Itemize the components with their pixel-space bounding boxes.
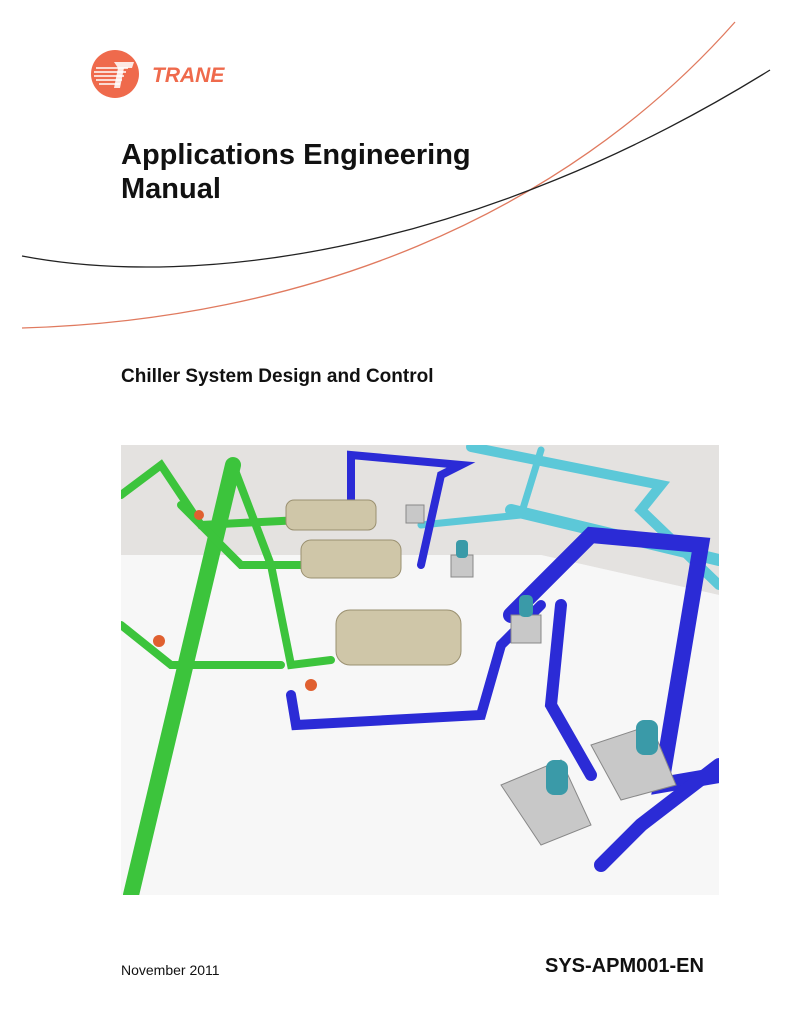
chiller-plant-illustration xyxy=(117,442,727,903)
black-curve xyxy=(21,69,771,268)
publication-date: November 2011 xyxy=(121,962,220,978)
trane-logo: TRANE xyxy=(90,48,250,100)
decorative-curves xyxy=(21,21,771,329)
orange-curve xyxy=(21,21,736,329)
title-line-2: Manual xyxy=(121,173,221,205)
document-title: Applications Engineering Manual xyxy=(121,138,471,206)
document-subtitle: Chiller System Design and Control xyxy=(121,366,434,387)
title-line-1: Applications Engineering xyxy=(121,139,471,171)
document-number: SYS-APM001-EN xyxy=(545,955,704,977)
svg-text:TRANE: TRANE xyxy=(152,64,225,87)
